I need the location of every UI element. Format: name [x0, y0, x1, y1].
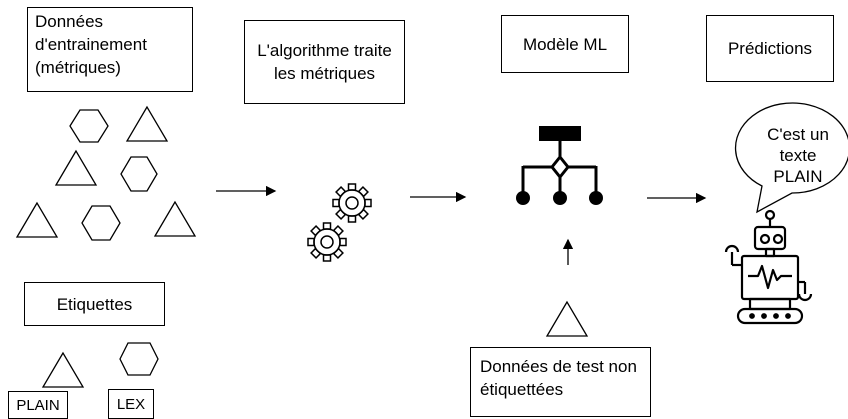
- algorithm-label: L'algorithme traite les métriques: [257, 41, 392, 83]
- model-box: Modèle ML: [501, 15, 629, 73]
- predictions-box: Prédictions: [706, 15, 834, 82]
- hexagon-icon: [119, 342, 159, 376]
- speech-line-2: texte: [779, 146, 817, 165]
- triangle-icon: [153, 200, 197, 237]
- labels-label: Etiquettes: [56, 294, 133, 314]
- gears-icon: [307, 183, 372, 262]
- speech-line-3: PLAIN: [773, 167, 823, 186]
- predictions-label: Prédictions: [727, 39, 813, 58]
- training-data-box: Données d'entrainement (métriques): [27, 7, 193, 92]
- algorithm-box: L'algorithme traite les métriques: [244, 20, 405, 104]
- training-data-label: Données d'entrainement (métriques): [35, 12, 147, 77]
- triangle-icon: [41, 351, 85, 388]
- triangle-icon: [15, 201, 59, 238]
- hexagon-icon: [81, 205, 121, 241]
- hexagon-icon: [69, 109, 109, 143]
- test-data-box: Données de test non étiquettées: [470, 347, 651, 417]
- speech-bubble-text: C'est un texte PLAIN: [743, 124, 848, 187]
- label-plain-text: PLAIN: [16, 396, 60, 414]
- triangle-icon: [545, 300, 589, 337]
- label-lex-text: LEX: [116, 395, 146, 413]
- labels-box: Etiquettes: [24, 282, 165, 326]
- hexagon-icon: [120, 156, 158, 192]
- triangle-icon: [125, 105, 169, 142]
- robot-icon: [724, 209, 813, 325]
- model-label: Modèle ML: [522, 34, 608, 54]
- speech-bubble-icon: [734, 102, 848, 214]
- triangle-icon: [54, 149, 98, 186]
- speech-line-1: C'est un: [767, 125, 829, 144]
- decision-tree-icon: [516, 126, 603, 205]
- test-data-label: Données de test non étiquettées: [480, 357, 637, 399]
